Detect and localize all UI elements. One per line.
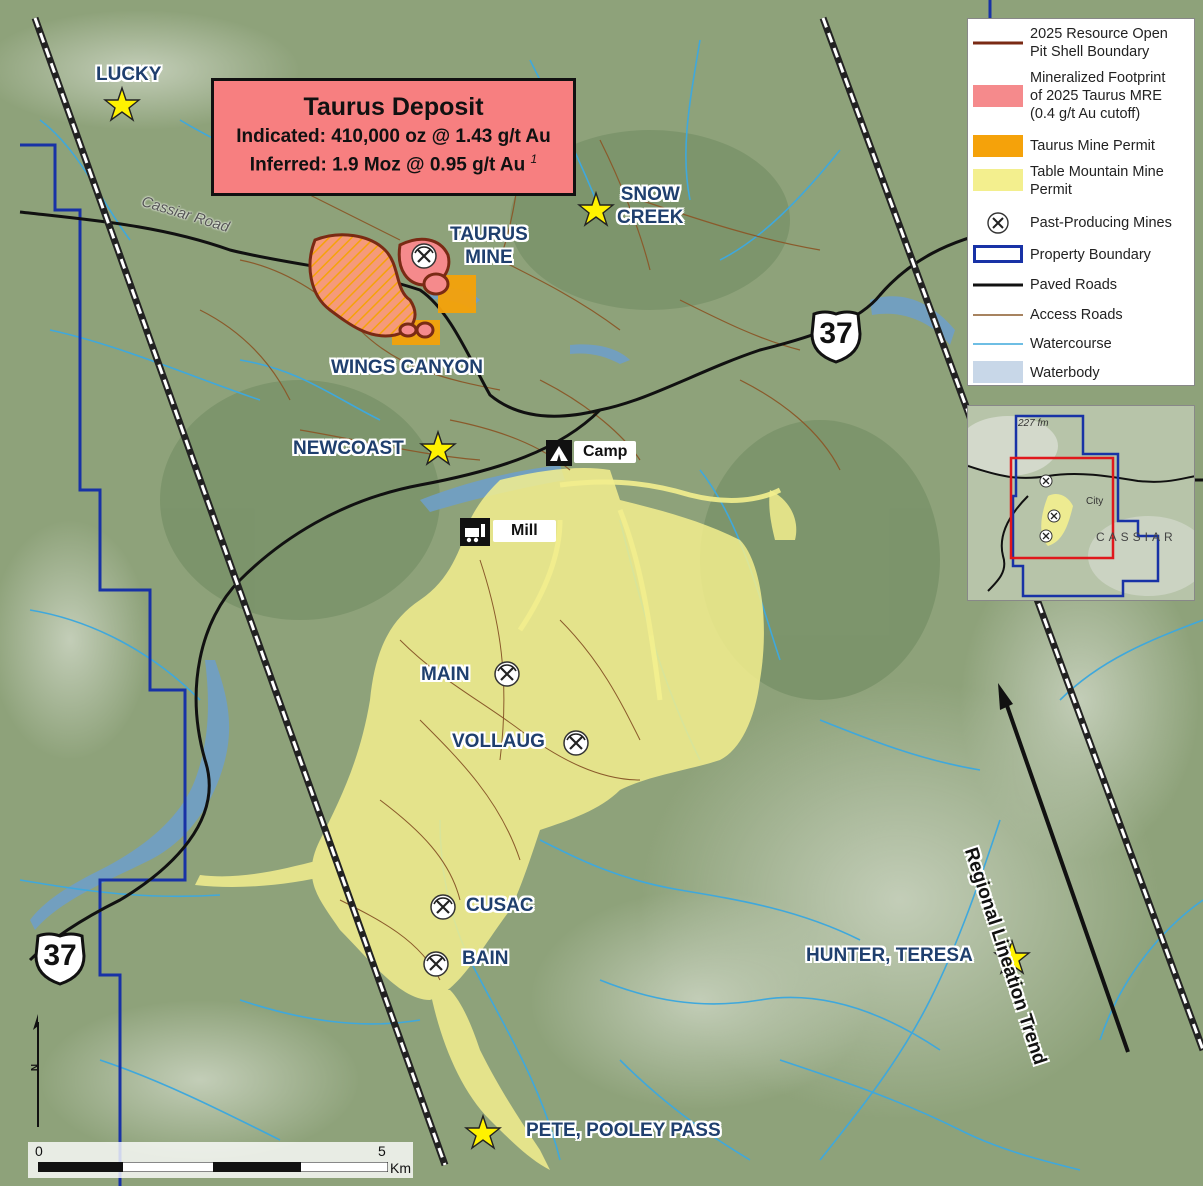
scale-start: 0 <box>35 1143 43 1159</box>
scale-bar-graphic <box>38 1162 388 1172</box>
legend-item-watercourse: Watercourse <box>968 334 1194 356</box>
legend-item-waterbody: Waterbody <box>968 361 1194 383</box>
star-icon <box>577 190 615 227</box>
legend-item-access-roads: Access Roads <box>968 305 1194 327</box>
pickaxe-icon <box>494 661 520 687</box>
legend-label: of 2025 Taurus MRE <box>1030 88 1162 105</box>
north-letter: N <box>30 1063 42 1072</box>
label-taurus-mine-line1: TAURUS <box>450 224 528 245</box>
mill-icon <box>460 518 490 546</box>
legend-label: Mineralized Footprint <box>1030 70 1166 86</box>
highway-37-number: 37 <box>819 317 853 350</box>
legend-item-taurus-permit: Taurus Mine Permit <box>968 135 1194 157</box>
scale-unit: Km <box>390 1160 411 1176</box>
mineralized-footprint <box>308 233 451 339</box>
star-icon <box>993 938 1031 975</box>
label-taurus-mine: TAURUS MINE <box>450 224 528 270</box>
highway-37-number: 37 <box>43 939 77 972</box>
star-icon <box>103 85 141 122</box>
label-hunter-teresa: HUNTER, TERESA <box>806 945 973 966</box>
star-icon <box>419 429 457 466</box>
past-producing-mine-icons <box>411 243 589 977</box>
inset-locator-map: 227 fm City CASSIAR <box>967 405 1195 601</box>
north-arrow: N <box>30 1012 50 1137</box>
legend-label: Taurus Mine Permit <box>1030 138 1155 154</box>
pickaxe-icon <box>1039 529 1053 543</box>
legend-label: Access Roads <box>1030 307 1123 323</box>
legend-item-property-boundary: Property Boundary <box>968 245 1194 267</box>
camp-icon <box>546 440 572 466</box>
inset-map-graphic <box>968 406 1194 600</box>
legend-label: Past-Producing Mines <box>1030 215 1172 231</box>
inset-elevation-label: 227 fm <box>1018 418 1049 429</box>
deposit-inferred-text: Inferred: 1.9 Moz @ 0.95 g/t Au <box>249 154 526 176</box>
legend-label: Permit <box>1030 182 1072 199</box>
deposit-inferred: Inferred: 1.9 Moz @ 0.95 g/t Au 1 <box>214 152 573 176</box>
star-icon <box>464 1113 502 1150</box>
pickaxe-icon <box>987 212 1009 234</box>
pickaxe-icon <box>1047 509 1061 523</box>
label-lucky: LUCKY <box>96 64 162 85</box>
deposit-footnote: 1 <box>530 152 538 166</box>
legend-item-past-producing: Past-Producing Mines <box>968 211 1194 235</box>
legend-label: Table Mountain Mine <box>1030 164 1164 180</box>
label-mill: Mill <box>493 520 556 542</box>
legend-label: Property Boundary <box>1030 247 1151 263</box>
label-taurus-mine-line2: MINE <box>465 246 513 268</box>
legend-label: Paved Roads <box>1030 277 1118 293</box>
legend-label: Waterbody <box>1030 365 1100 381</box>
pickaxe-icon <box>430 894 456 920</box>
label-snow-creek: SNOW CREEK <box>617 184 684 230</box>
showing-stars <box>103 85 1031 1150</box>
legend-label: (0.4 g/t Au cutoff) <box>1030 106 1141 123</box>
inset-region-label: CASSIAR <box>1096 530 1177 544</box>
highway-shield-icon <box>34 932 86 986</box>
label-snow-creek-line1: SNOW <box>620 184 680 205</box>
highway-shield-icon <box>810 310 862 364</box>
legend-label: 2025 Resource Open <box>1030 26 1168 42</box>
pickaxe-icon <box>563 730 589 756</box>
label-camp: Camp <box>574 441 637 463</box>
taurus-deposit-box: Taurus Deposit Indicated: 410,000 oz @ 1… <box>211 78 576 196</box>
legend-item-paved-roads: Paved Roads <box>968 275 1194 297</box>
label-main: MAIN <box>421 664 470 685</box>
pickaxe-icon <box>1039 474 1053 488</box>
label-wings-canyon: WINGS CANYON <box>331 357 483 378</box>
label-cusac: CUSAC <box>466 895 534 916</box>
scale-bar: 0 5 Km <box>28 1142 413 1178</box>
label-pete-pooley-pass: PETE, POOLEY PASS <box>526 1120 721 1141</box>
pickaxe-icon <box>423 951 449 977</box>
deposit-indicated: Indicated: 410,000 oz @ 1.43 g/t Au <box>236 126 551 147</box>
north-arrow-icon <box>33 1014 39 1127</box>
pickaxe-icon <box>411 243 437 269</box>
label-newcoast: NEWCOAST <box>293 438 404 459</box>
table-mountain-permit <box>195 468 797 1170</box>
deposit-title: Taurus Deposit <box>303 93 484 121</box>
legend-label: Pit Shell Boundary <box>1030 44 1150 61</box>
scale-end: 5 <box>378 1143 386 1159</box>
regional-trend-arrow <box>998 683 1130 1053</box>
label-vollaug: VOLLAUG <box>452 731 545 752</box>
inset-city-label: City <box>1086 496 1104 507</box>
permit-trails <box>517 479 782 701</box>
label-bain: BAIN <box>462 948 509 969</box>
legend-label: Watercourse <box>1030 336 1112 352</box>
legend-item-mineralized-footprint: Mineralized Footprint of 2025 Taurus MRE(… <box>968 69 1194 123</box>
property-boundary <box>20 143 187 1186</box>
label-snow-creek-line2: CREEK <box>617 206 684 228</box>
